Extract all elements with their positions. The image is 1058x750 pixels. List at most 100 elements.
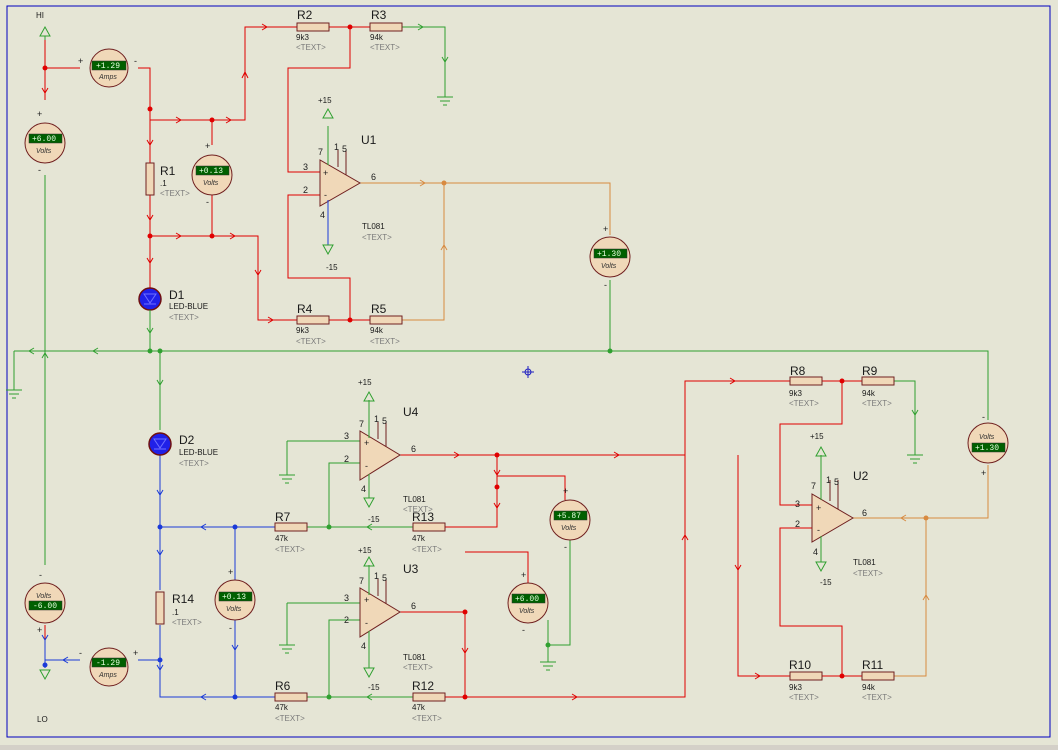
voltmeter-u3-unit: Volts [519, 608, 535, 615]
flow-arrows [28, 23, 930, 701]
r4-body[interactable] [296, 315, 330, 325]
ammeter-bottom-reading: -1.29 [96, 659, 120, 668]
voltmeter-u4-unit: Volts [561, 525, 577, 532]
opamp-u4[interactable]: +15 -15 7 1 5 3 2 6 4 + - U4 TL081 <TEXT… [344, 378, 433, 524]
lo-label: LO [37, 715, 48, 724]
r13-placeholder: <TEXT> [412, 545, 442, 554]
r5-body[interactable] [369, 315, 403, 325]
r9-body[interactable] [861, 376, 895, 386]
r5-value: 94k [370, 326, 384, 335]
voltmeter-lo-reading: -6.00 [33, 602, 57, 611]
r14-placeholder: <TEXT> [172, 618, 202, 627]
r8-value: 9k3 [789, 389, 802, 398]
u2-pin2: 2 [795, 519, 800, 529]
voltmeter-lo[interactable]: Volts -6.00 - + [24, 570, 66, 635]
u4-pin5: 5 [382, 416, 387, 426]
r2-body[interactable] [296, 22, 330, 32]
r5-placeholder: <TEXT> [370, 337, 400, 346]
r1-name: R1 [160, 164, 176, 178]
u1-pin2: 2 [303, 185, 308, 195]
voltmeter-u2[interactable]: Volts +1.30 - + [967, 412, 1009, 478]
hi-terminal[interactable]: HI [36, 11, 51, 40]
lo-terminal[interactable]: LO [37, 669, 51, 724]
led-d1[interactable]: D1 LED-BLUE <TEXT> [138, 282, 208, 322]
hi-label: HI [36, 11, 44, 20]
opamp-u1[interactable]: +15 -15 7 1 5 3 2 6 4 + - U1 TL081 <TEXT… [303, 96, 392, 272]
r9-placeholder: <TEXT> [862, 399, 892, 408]
r8-name: R8 [790, 364, 806, 378]
voltmeter-lo-unit: Volts [36, 593, 52, 600]
voltmeter-r14-plus: + [228, 567, 233, 577]
voltmeter-u2-reading: +1.30 [975, 444, 999, 453]
ammeter-top-unit: Amps [98, 74, 117, 81]
voltmeter-u4-plus: + [563, 486, 568, 496]
voltmeter-r14[interactable]: +0.13 Volts + - [214, 567, 256, 633]
u3-pin2: 2 [344, 615, 349, 625]
r10-placeholder: <TEXT> [789, 693, 819, 702]
u4-pin3: 3 [344, 431, 349, 441]
r11-body[interactable] [861, 671, 895, 681]
u1-type: TL081 [362, 222, 385, 231]
r3-name: R3 [371, 8, 387, 22]
voltmeter-u1[interactable]: +1.30 Volts + - [589, 224, 631, 290]
r14-body[interactable] [155, 591, 165, 625]
r3-value: 94k [370, 33, 384, 42]
r6-body[interactable] [274, 692, 308, 702]
r3-body[interactable] [369, 22, 403, 32]
r14-name: R14 [172, 592, 194, 606]
u3-type: TL081 [403, 653, 426, 662]
voltmeter-u2-minus: - [982, 412, 985, 422]
u4-vpos: +15 [358, 378, 372, 387]
voltmeter-r1-unit: Volts [203, 180, 219, 187]
ammeter-bottom-plus: + [133, 648, 138, 658]
u1-vpos: +15 [318, 96, 332, 105]
ammeter-top[interactable]: +1.29 Amps + - [78, 48, 137, 88]
r10-body[interactable] [789, 671, 823, 681]
r12-body[interactable] [412, 692, 446, 702]
u3-pin4: 4 [361, 641, 366, 651]
led-d2[interactable]: D2 LED-BLUE <TEXT> [148, 432, 218, 468]
voltmeter-u2-unit: Volts [979, 434, 995, 441]
r12-name: R12 [412, 679, 434, 693]
voltmeter-r1-plus: + [205, 141, 210, 151]
voltmeter-r14-minus: - [229, 623, 232, 633]
cursor-crosshair-icon [522, 366, 534, 378]
u3-placeholder: <TEXT> [403, 663, 433, 672]
u4-type: TL081 [403, 495, 426, 504]
r7-value: 47k [275, 534, 289, 543]
voltmeter-left[interactable]: +6.00 Volts + - [24, 109, 66, 175]
ground-symbols [6, 96, 923, 671]
opamp-u2[interactable]: +15 -15 7 1 5 3 2 6 4 + - U2 TL081 <TEXT… [795, 432, 883, 587]
opamp-u3[interactable]: +15 -15 7 1 5 3 2 6 4 + - U3 TL081 <TEXT… [344, 546, 433, 692]
r8-body[interactable] [789, 376, 823, 386]
ammeter-bottom[interactable]: -1.29 Amps - + [79, 647, 138, 687]
u1-pin3: 3 [303, 162, 308, 172]
u3-pin3: 3 [344, 593, 349, 603]
voltmeter-u3[interactable]: +6.00 Volts + - [507, 570, 549, 635]
u4-plus: + [364, 438, 369, 448]
r1-body[interactable] [145, 162, 155, 196]
r4-name: R4 [297, 302, 313, 316]
voltmeter-r1[interactable]: +0.13 Volts + - [191, 141, 233, 207]
r13-body[interactable] [412, 522, 446, 532]
voltmeter-u4[interactable]: +5.87 Volts + - [549, 486, 591, 552]
r7-body[interactable] [274, 522, 308, 532]
u3-pin6: 6 [411, 601, 416, 611]
ammeter-bottom-unit: Amps [98, 672, 117, 679]
r10-value: 9k3 [789, 683, 802, 692]
u3-pin7: 7 [359, 576, 364, 586]
u4-pin4: 4 [361, 484, 366, 494]
u4-pin2: 2 [344, 454, 349, 464]
u4-vneg: -15 [368, 515, 380, 524]
u4-minus: - [365, 461, 368, 471]
u2-pin6: 6 [862, 508, 867, 518]
r1-placeholder: <TEXT> [160, 189, 190, 198]
u1-minus: - [324, 190, 327, 200]
voltmeter-u1-plus: + [603, 224, 608, 234]
voltmeter-left-plus: + [37, 109, 42, 119]
r6-name: R6 [275, 679, 291, 693]
u3-name: U3 [403, 562, 419, 576]
u2-pin7: 7 [811, 481, 816, 491]
voltmeter-u1-reading: +1.30 [597, 250, 621, 259]
